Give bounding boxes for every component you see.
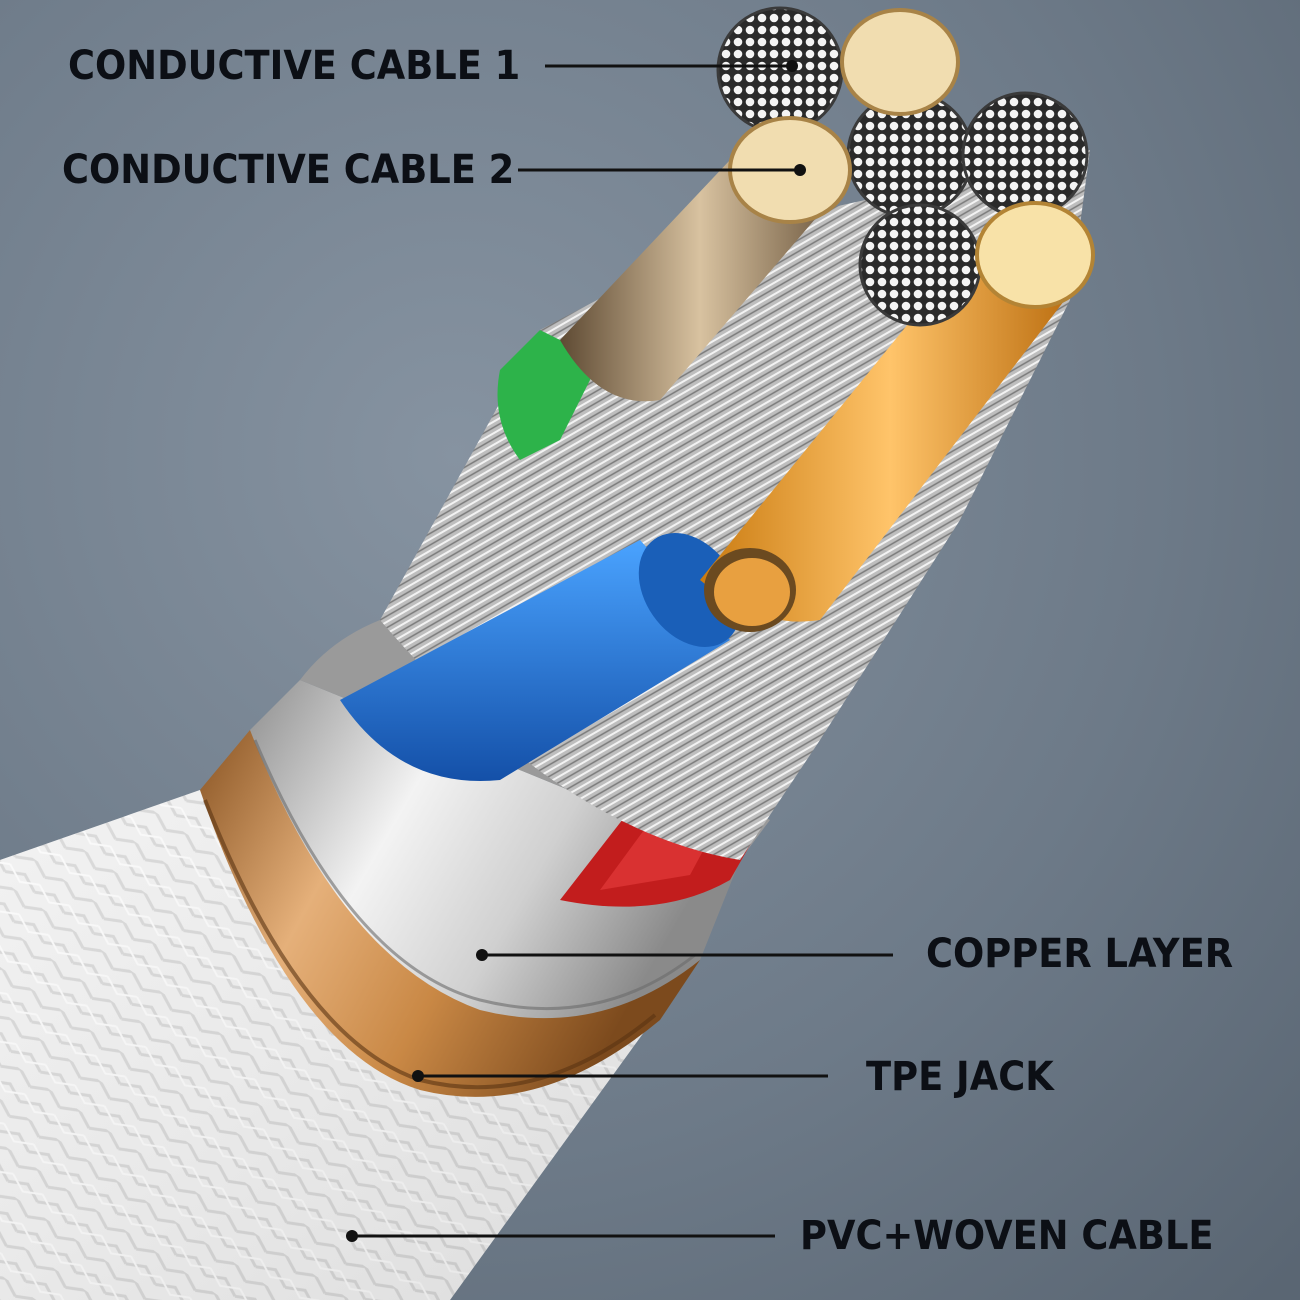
pvc-woven-jacket bbox=[0, 790, 660, 1300]
label-pvc-woven-cable: PVC+WOVEN CABLE bbox=[800, 1213, 1214, 1259]
label-tpe-jack: TPE JACK bbox=[866, 1054, 1054, 1100]
leader-dot-cable-1 bbox=[786, 60, 798, 72]
conductor-ends bbox=[716, 6, 1095, 327]
leader-dot-copper bbox=[476, 949, 488, 961]
label-copper-layer: COPPER LAYER bbox=[926, 931, 1234, 977]
leader-dot-pvc bbox=[346, 1230, 358, 1242]
label-conductive-cable-2: CONDUCTIVE CABLE 2 bbox=[62, 147, 515, 193]
green-wire bbox=[497, 330, 600, 460]
label-conductive-cable-1: CONDUCTIVE CABLE 1 bbox=[68, 43, 521, 89]
leader-dot-tpe bbox=[412, 1070, 424, 1082]
gold-wire bbox=[700, 260, 1080, 632]
leader-lines bbox=[352, 64, 893, 1238]
leader-dots bbox=[346, 60, 806, 1242]
leader-dot-cable-2 bbox=[794, 164, 806, 176]
